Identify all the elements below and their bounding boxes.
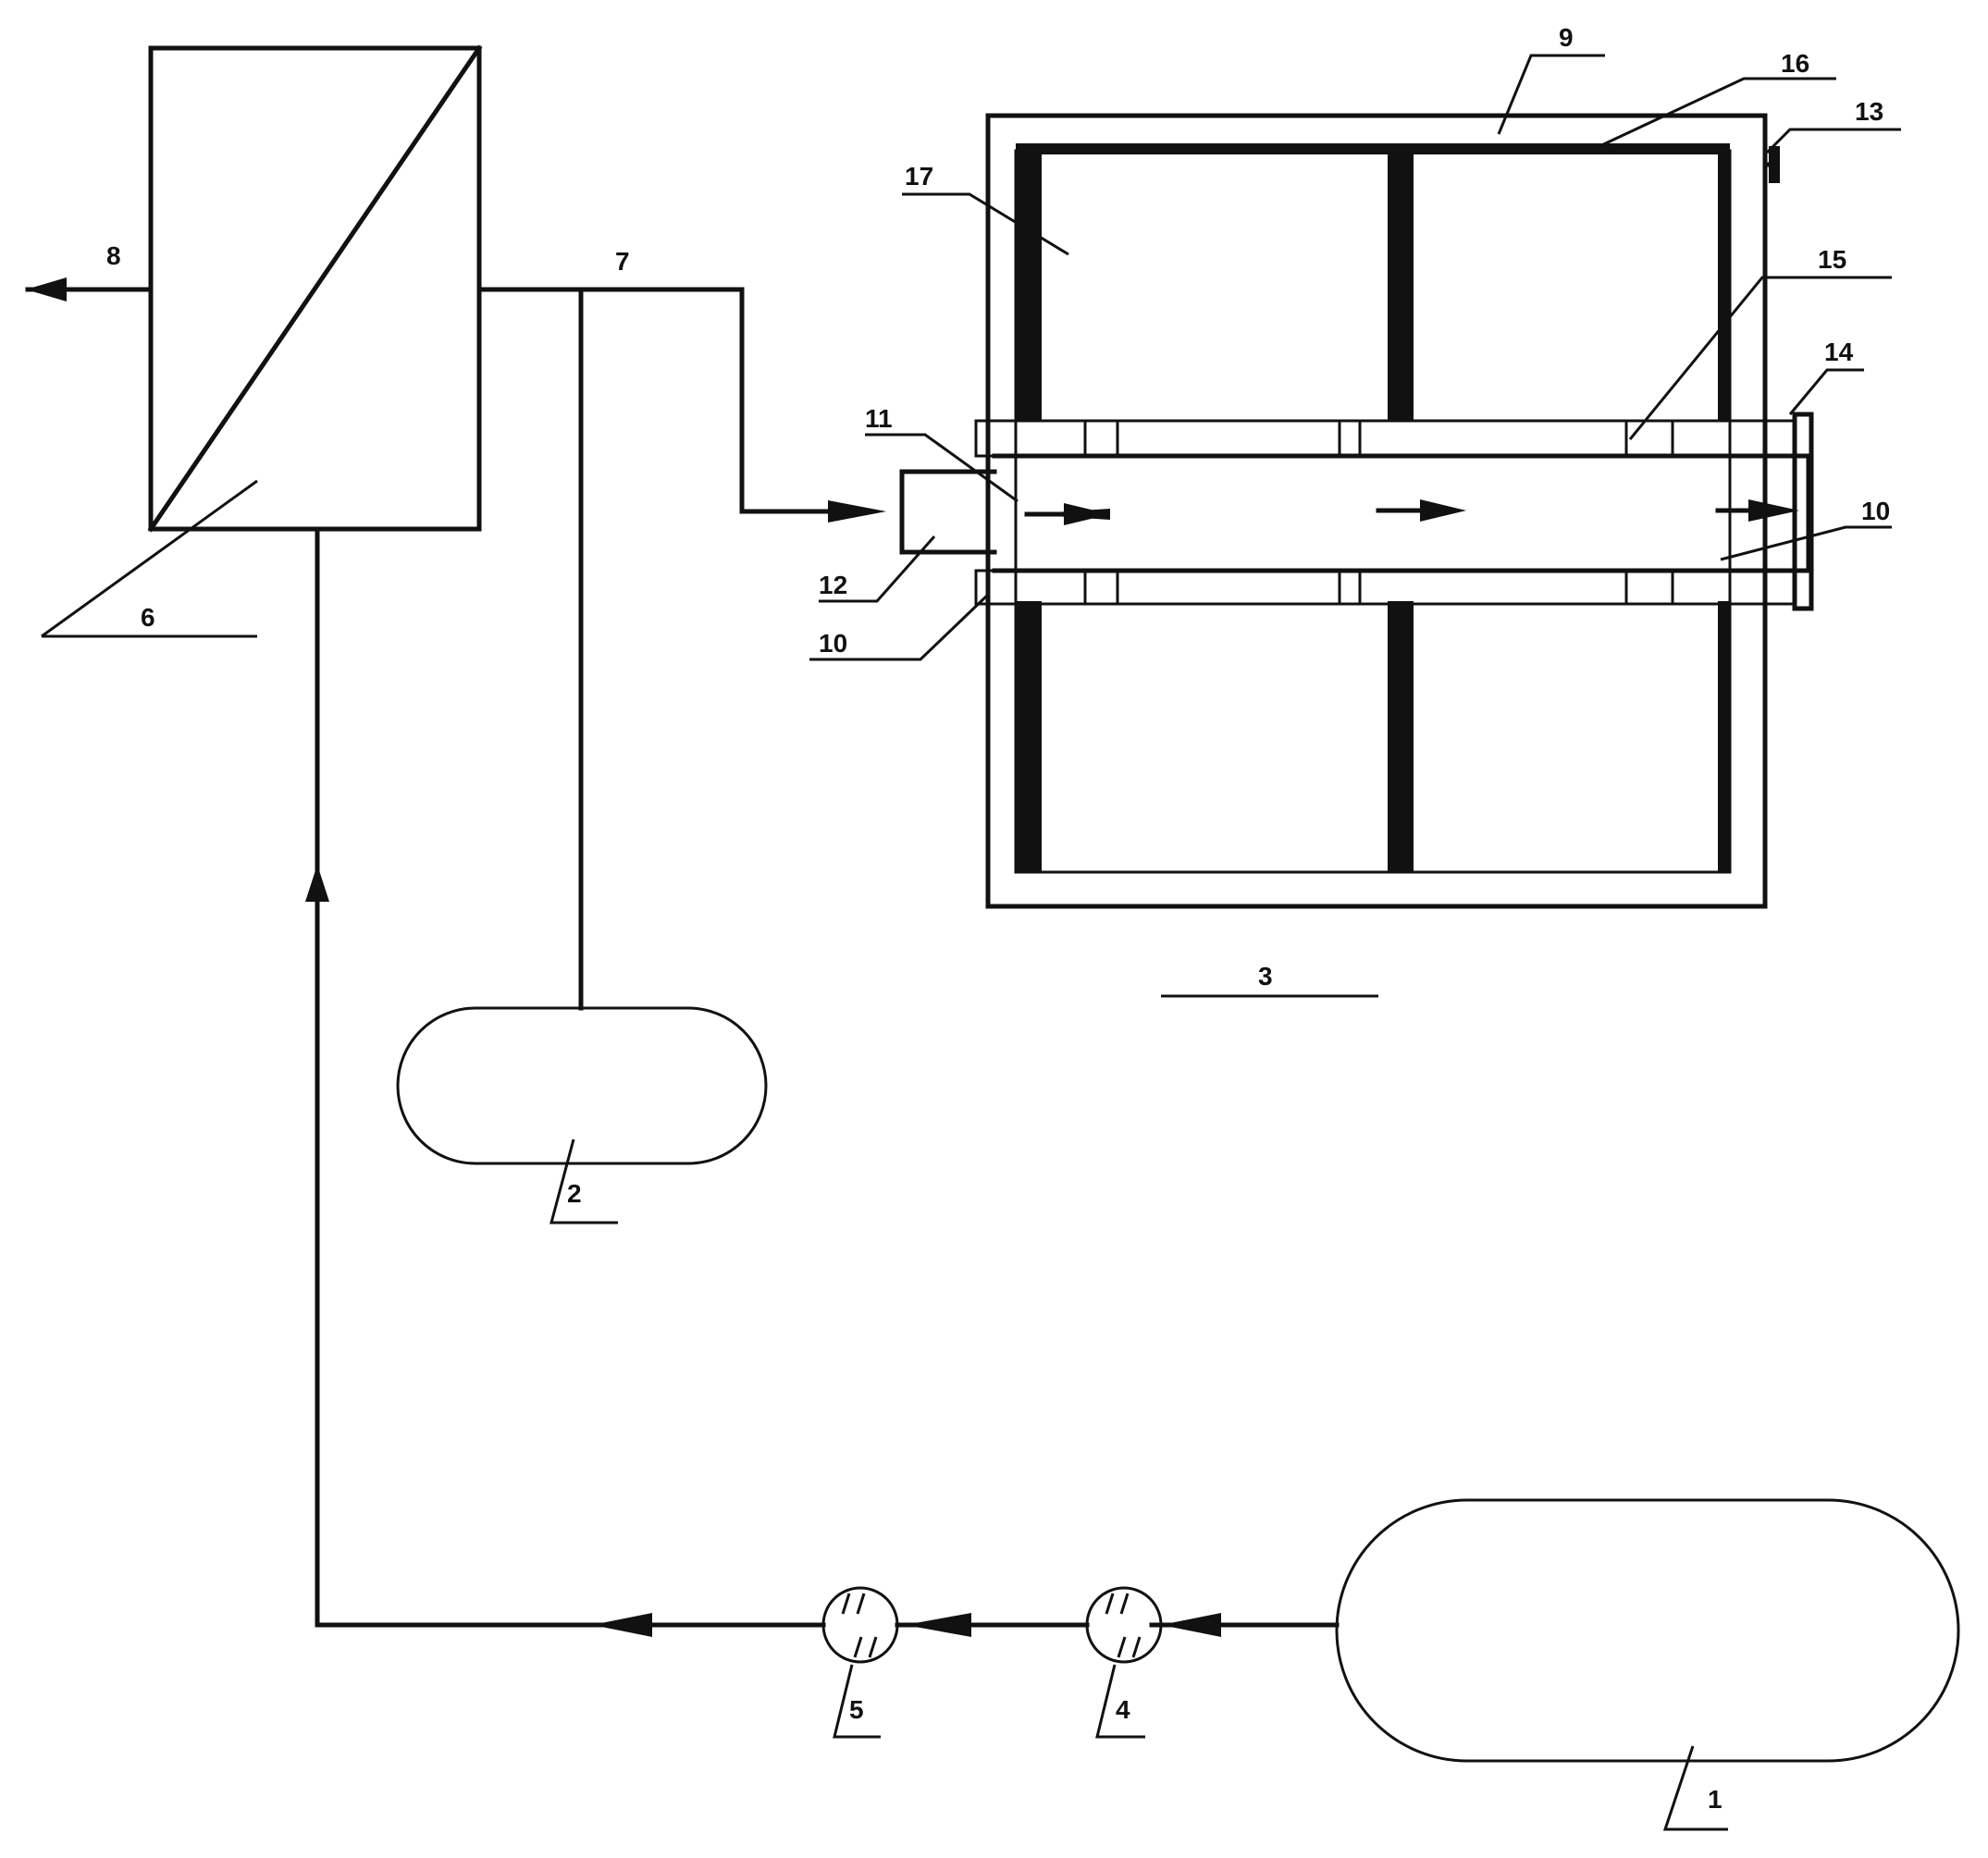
label-5: 5 [849, 1695, 864, 1724]
label-1: 1 [1708, 1785, 1723, 1814]
label-14: 14 [1824, 338, 1854, 366]
outlet-8-arrow [25, 277, 154, 301]
line-7 [476, 287, 886, 523]
label-10-right: 10 [1861, 497, 1890, 525]
label-6: 6 [141, 603, 155, 632]
labels: 1 2 3 4 5 6 7 8 9 10 10 11 12 13 14 15 1… [106, 23, 1890, 1814]
feed-line [305, 526, 1340, 1637]
component-6-box [41, 44, 483, 638]
valve-5 [821, 1586, 899, 1739]
label-11: 11 [865, 404, 893, 433]
tank-1 [1335, 1498, 1960, 1831]
valve-4 [1085, 1586, 1163, 1739]
label-2: 2 [567, 1179, 582, 1208]
label-9: 9 [1559, 23, 1574, 52]
reactor-3 [899, 113, 1814, 909]
label-4: 4 [1116, 1695, 1130, 1724]
label-7: 7 [615, 247, 630, 276]
label-15: 15 [1818, 245, 1846, 274]
label-8: 8 [106, 241, 121, 270]
tank-2 [396, 1006, 768, 1224]
label-10-left: 10 [819, 629, 847, 658]
label-13: 13 [1855, 97, 1883, 126]
leader-lines [558, 54, 1901, 998]
label-17: 17 [905, 162, 933, 191]
label-3: 3 [1258, 962, 1273, 991]
label-16: 16 [1781, 49, 1809, 78]
label-12: 12 [819, 571, 847, 599]
